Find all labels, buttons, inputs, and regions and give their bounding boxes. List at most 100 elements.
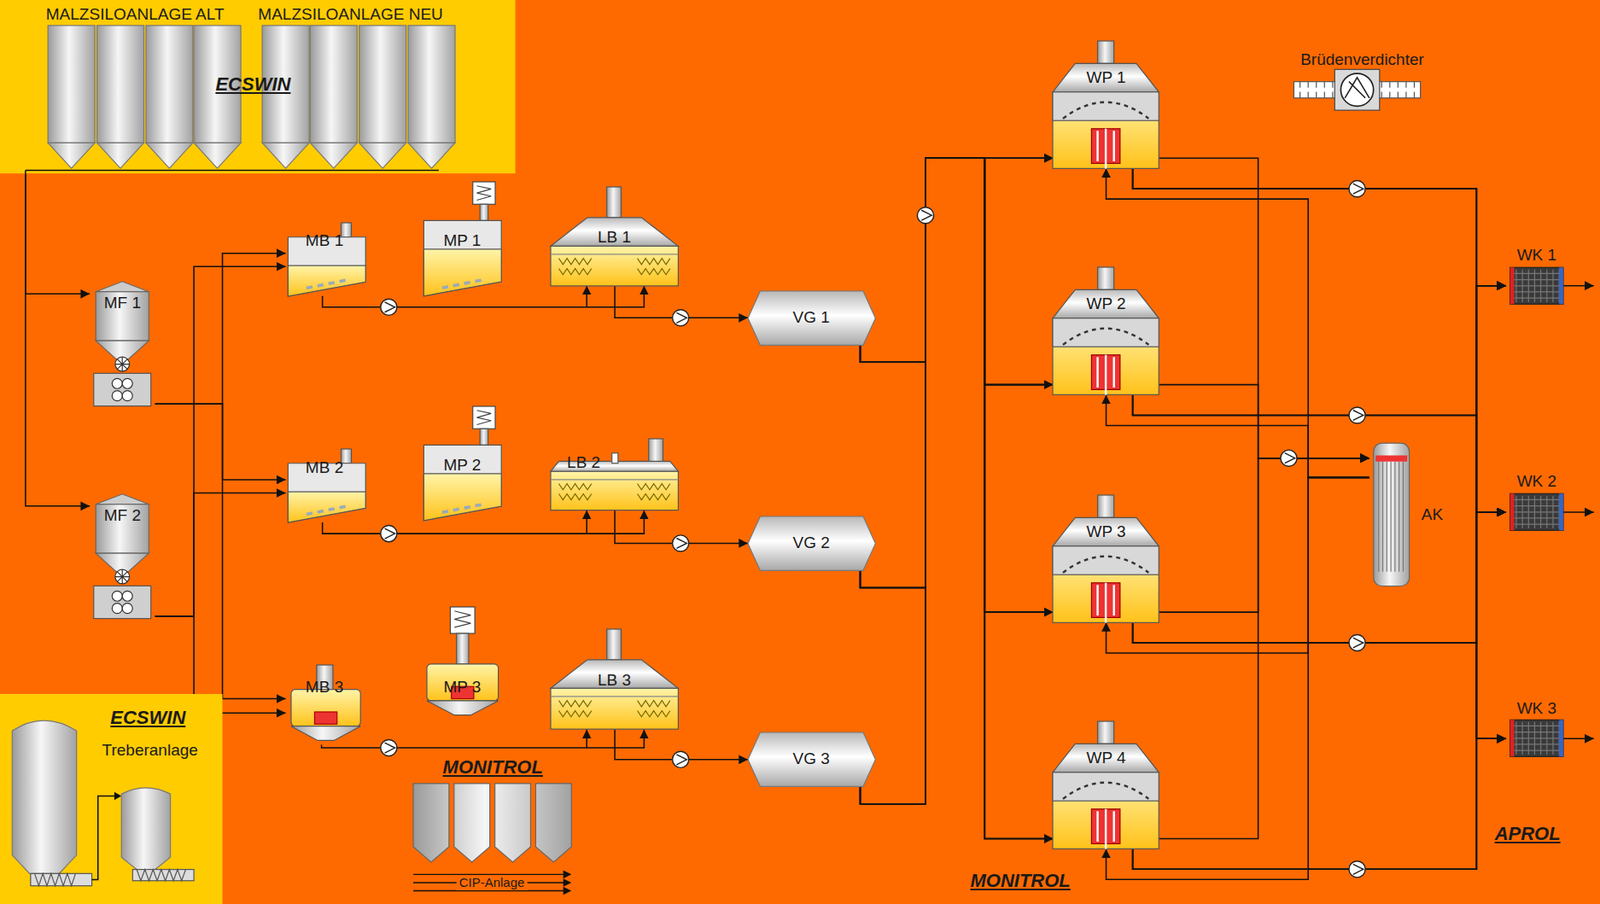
node-label: MB 1 <box>305 231 344 251</box>
wort-kettle: WP 1 <box>1052 40 1159 169</box>
node-label: LB 1 <box>597 227 631 247</box>
branch-arrow <box>585 510 588 534</box>
node-label: WP 3 <box>1086 522 1126 542</box>
pump-symbol <box>1348 407 1366 424</box>
node-label: Treberanlage <box>102 741 199 760</box>
node-label: CIP-Anlage <box>456 875 528 890</box>
pipe-connector <box>1159 458 1370 840</box>
node-label: VG 3 <box>792 749 830 769</box>
pipe-connector <box>860 157 1054 363</box>
pipe-connector <box>322 510 645 534</box>
system-label: MONITROL <box>969 870 1070 892</box>
pipe-connector <box>1132 512 1507 643</box>
pipe-connector <box>860 157 1054 805</box>
pipe-connector <box>1159 157 1370 458</box>
node-label: WK 1 <box>1517 245 1557 265</box>
pump-symbol <box>1348 861 1366 878</box>
node-label: MALZSILOANLAGE NEU <box>257 5 443 24</box>
cip-band: CIP-Anlage <box>413 867 572 899</box>
cip-tanks <box>413 783 572 863</box>
mash-pan-shape <box>421 607 504 740</box>
heat-exchanger-shape <box>1369 437 1414 593</box>
wort-kettle-shape <box>1052 267 1159 395</box>
lauter-tun: LB 3 <box>550 629 678 730</box>
pump-symbol <box>1280 449 1297 467</box>
pipe-connector <box>1132 168 1507 513</box>
wort-kettle: WP 3 <box>1052 495 1159 623</box>
heat-exchanger: AK <box>1369 437 1414 593</box>
lauter-tun-shape <box>550 438 678 511</box>
pipe-connector <box>25 173 90 294</box>
pre-run-vessel: VG 3 <box>747 732 876 787</box>
node-label: MP 1 <box>443 231 481 251</box>
branch-arrow <box>585 729 588 749</box>
pipe-connector <box>1132 286 1507 643</box>
pipe-connector <box>155 253 287 405</box>
lauter-tun: LB 2 <box>550 438 678 511</box>
node-label: LB 3 <box>597 671 631 690</box>
pipe-connector <box>1132 395 1507 513</box>
node-label: WP 4 <box>1086 748 1126 768</box>
pipe-connector <box>155 266 287 617</box>
node-label: WP 1 <box>1086 68 1126 88</box>
pump-symbol <box>1348 634 1366 651</box>
node-label: MF 1 <box>104 293 141 313</box>
system-label: APROL <box>1494 823 1561 845</box>
node-label: WK 2 <box>1517 472 1557 491</box>
pipe-connector <box>1132 286 1507 871</box>
mash-pan: MP 3 <box>421 607 504 740</box>
vapour-compressor-symbol <box>1293 69 1420 111</box>
node-label: AK <box>1421 505 1443 525</box>
pipe-connector <box>860 157 1054 839</box>
pipe-connector <box>25 173 90 507</box>
system-label: MONITROL <box>443 756 544 778</box>
wort-kettle: WP 2 <box>1052 267 1159 395</box>
pump-symbol <box>916 207 934 224</box>
pump-symbol <box>380 525 398 543</box>
wort-kettle-shape <box>1052 721 1159 849</box>
outlet-arrow <box>1563 511 1595 514</box>
malt-mill: MF 1 <box>89 277 155 409</box>
mash-pan: MP 1 <box>421 181 504 297</box>
mash-vessel: MB 2 <box>286 449 368 523</box>
node-label: VG 2 <box>792 533 830 553</box>
wort-kettle: WP 4 <box>1052 721 1159 849</box>
pipe-connector <box>1159 385 1370 459</box>
pipe-connector <box>1159 458 1370 613</box>
pipe-connector <box>321 729 645 749</box>
pipe-connector <box>860 157 1054 588</box>
pre-run-vessel: VG 1 <box>747 291 876 345</box>
pipe-connector <box>860 157 1054 839</box>
pump-symbol <box>672 751 690 768</box>
pump-symbol <box>380 740 398 757</box>
pipe-connector <box>860 157 1054 805</box>
pre-run-vessel: VG 2 <box>747 516 876 571</box>
pipe-connector <box>1132 738 1507 870</box>
node-label: MP 2 <box>443 455 481 475</box>
pipe-connector <box>155 403 287 480</box>
malt-mill: MF 2 <box>89 490 155 621</box>
node-label: MF 2 <box>104 506 141 526</box>
pipe-connector <box>322 286 645 308</box>
node-label: MB 3 <box>305 677 344 697</box>
lauter-tun: LB 1 <box>550 186 678 287</box>
wort-kettle-shape <box>1052 40 1159 169</box>
node-label: WK 3 <box>1517 699 1557 719</box>
pump-symbol <box>380 298 398 316</box>
node-label: ECSWIN <box>110 706 186 729</box>
spent-grain-panel: ECSWIN Treberanlage <box>0 694 223 904</box>
pump-symbol <box>672 535 690 552</box>
mash-pan: MP 2 <box>421 406 504 521</box>
silo-plant-panel: MALZSILOANLAGE ALTMALZSILOANLAGE NEUECSW… <box>0 0 516 174</box>
node-label: VG 1 <box>792 308 830 328</box>
branch-arrow <box>585 286 588 308</box>
pipe-connector <box>860 157 1054 839</box>
outlet-arrow <box>1563 285 1595 287</box>
node-label: MB 2 <box>305 458 344 478</box>
pipe-connector <box>1132 512 1507 870</box>
outlet-arrow <box>1563 738 1595 741</box>
pipe-connector <box>1106 395 1370 479</box>
node-label: MP 3 <box>443 677 481 697</box>
equipment-label: Brüdenverdichter <box>1300 50 1425 70</box>
